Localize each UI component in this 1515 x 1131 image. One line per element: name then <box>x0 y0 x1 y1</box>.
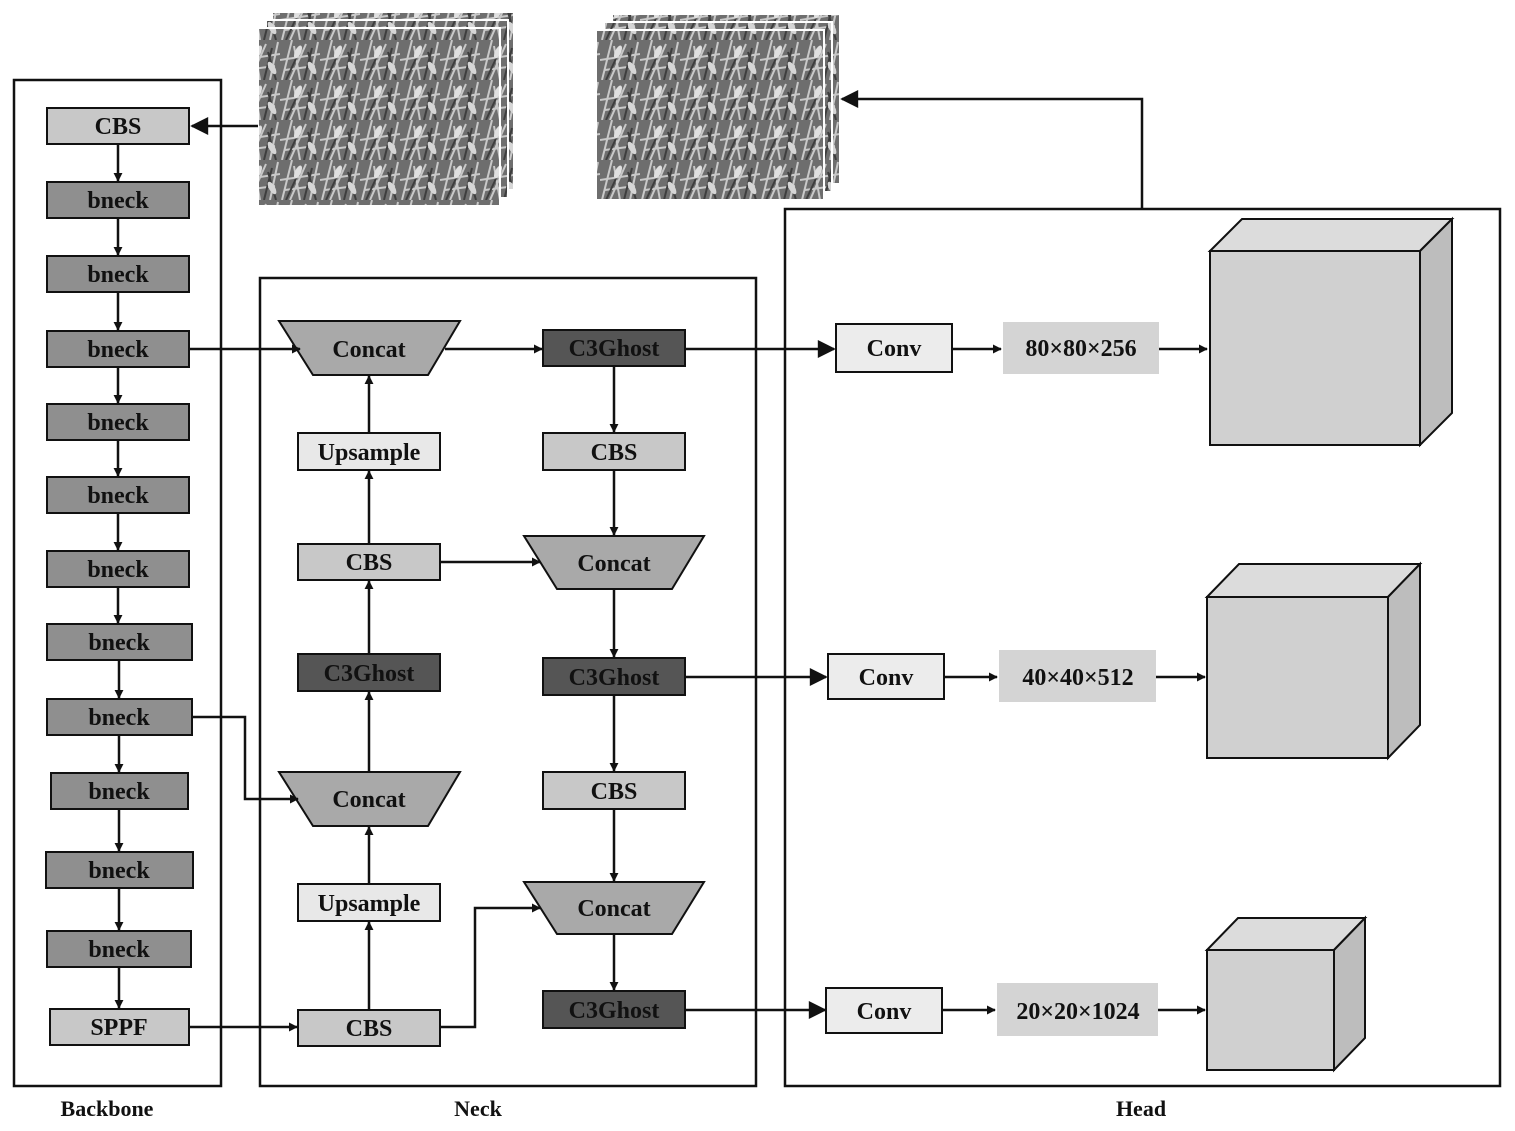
backbone-block-label: bneck <box>87 410 149 436</box>
neck-cbs-right-mid-label: CBS <box>591 779 638 805</box>
feature-map-cube-large <box>1207 216 1455 448</box>
neck-c3ghost-bottom <box>542 990 686 1029</box>
neck-concat-right-mid-label: Concat <box>577 551 650 577</box>
neck-upsample-bottom-label: Upsample <box>318 891 421 917</box>
backbone-block-label: bneck <box>87 262 149 288</box>
neck-concat-top <box>277 320 462 376</box>
head-size-1-label: 80×80×256 <box>1025 336 1136 362</box>
head-row-3: Conv 20×20×1024 <box>825 915 1368 1073</box>
neck-c3ghost-left <box>297 653 441 692</box>
head-title: Head <box>1116 1096 1166 1121</box>
backbone-block-cbs <box>46 107 190 145</box>
neck-cbs-right-top-label: CBS <box>591 440 638 466</box>
feature-map-cube-medium <box>1204 561 1423 761</box>
cross-connections <box>189 340 836 1032</box>
neck-c3ghost-mid-label: C3Ghost <box>569 665 660 691</box>
input-image-stack <box>257 11 515 207</box>
neck-c3ghost-bottom-label: C3Ghost <box>569 998 660 1024</box>
head-conv-1-label: Conv <box>867 336 922 362</box>
backbone-block-bneck <box>46 698 193 736</box>
neck-upsample-bottom <box>297 883 441 922</box>
backbone-column: CBS bneck bneck bneck bneck bneck bneck … <box>45 107 194 1046</box>
neck-upsample-top <box>297 432 441 471</box>
neck-concat-right-bottom-label: Concat <box>577 896 650 922</box>
head-row-1: Conv 80×80×256 <box>835 216 1455 448</box>
backbone-frame <box>12 78 223 1088</box>
feature-map-cube-small <box>1204 915 1368 1073</box>
neck-frame <box>258 276 758 1088</box>
neck-concat-right-bottom <box>522 881 706 935</box>
neck-cbs-bottom-label: CBS <box>346 1016 393 1042</box>
backbone-block-bneck <box>46 181 190 219</box>
neck-c3ghost-top-label: C3Ghost <box>569 336 660 362</box>
backbone-block-label: bneck <box>87 557 149 583</box>
backbone-block-label: bneck <box>88 779 150 805</box>
neck-cbs-right-top <box>542 432 686 471</box>
backbone-block-label: bneck <box>88 937 150 963</box>
head-conv-2-label: Conv <box>859 665 914 691</box>
backbone-block-bneck <box>46 623 193 661</box>
backbone-title: Backbone <box>61 1096 154 1121</box>
backbone-block-label: bneck <box>87 188 149 214</box>
backbone-block-bneck <box>46 403 190 441</box>
neck-right-column: C3Ghost CBS Concat C3Ghost CBS Concat C3… <box>522 329 706 1029</box>
neck-concat-bottom <box>277 771 462 827</box>
backbone-block-label: bneck <box>87 337 149 363</box>
head-size-2 <box>999 650 1156 702</box>
neck-cbs-mid-label: CBS <box>346 550 393 576</box>
neck-concat-bottom-label: Concat <box>332 787 405 813</box>
head-size-2-label: 40×40×512 <box>1022 665 1133 691</box>
backbone-block-label: CBS <box>95 114 142 140</box>
backbone-block-label: SPPF <box>90 1015 147 1041</box>
backbone-block-label: bneck <box>87 483 149 509</box>
backbone-block-label: bneck <box>88 705 150 731</box>
neck-c3ghost-left-label: C3Ghost <box>324 661 415 687</box>
head-size-3-label: 20×20×1024 <box>1016 999 1139 1025</box>
neck-concat-top-label: Concat <box>332 337 405 363</box>
head-conv-3-label: Conv <box>857 999 912 1025</box>
head-conv-1 <box>835 323 953 373</box>
head-size-3 <box>997 983 1158 1036</box>
backbone-block-bneck <box>46 255 190 293</box>
backbone-block-bneck <box>50 772 189 810</box>
neck-cbs-bottom <box>297 1009 441 1047</box>
backbone-block-label: bneck <box>88 630 150 656</box>
backbone-block-bneck <box>45 851 194 889</box>
arrow-head-to-output <box>840 90 1144 209</box>
neck-concat-right-mid <box>522 535 706 590</box>
backbone-block-bneck <box>46 930 192 968</box>
head-row-2: Conv 40×40×512 <box>827 561 1423 761</box>
head-size-1 <box>1003 322 1159 374</box>
backbone-block-bneck <box>46 476 190 514</box>
backbone-block-bneck <box>46 550 190 588</box>
output-image-stack <box>595 13 841 201</box>
backbone-block-label: bneck <box>88 858 150 884</box>
neck-title: Neck <box>454 1096 502 1121</box>
neck-c3ghost-top <box>542 329 686 367</box>
neck-left-column: Concat Upsample CBS C3Ghost Concat Upsam… <box>277 320 462 1047</box>
neck-upsample-top-label: Upsample <box>318 440 421 466</box>
